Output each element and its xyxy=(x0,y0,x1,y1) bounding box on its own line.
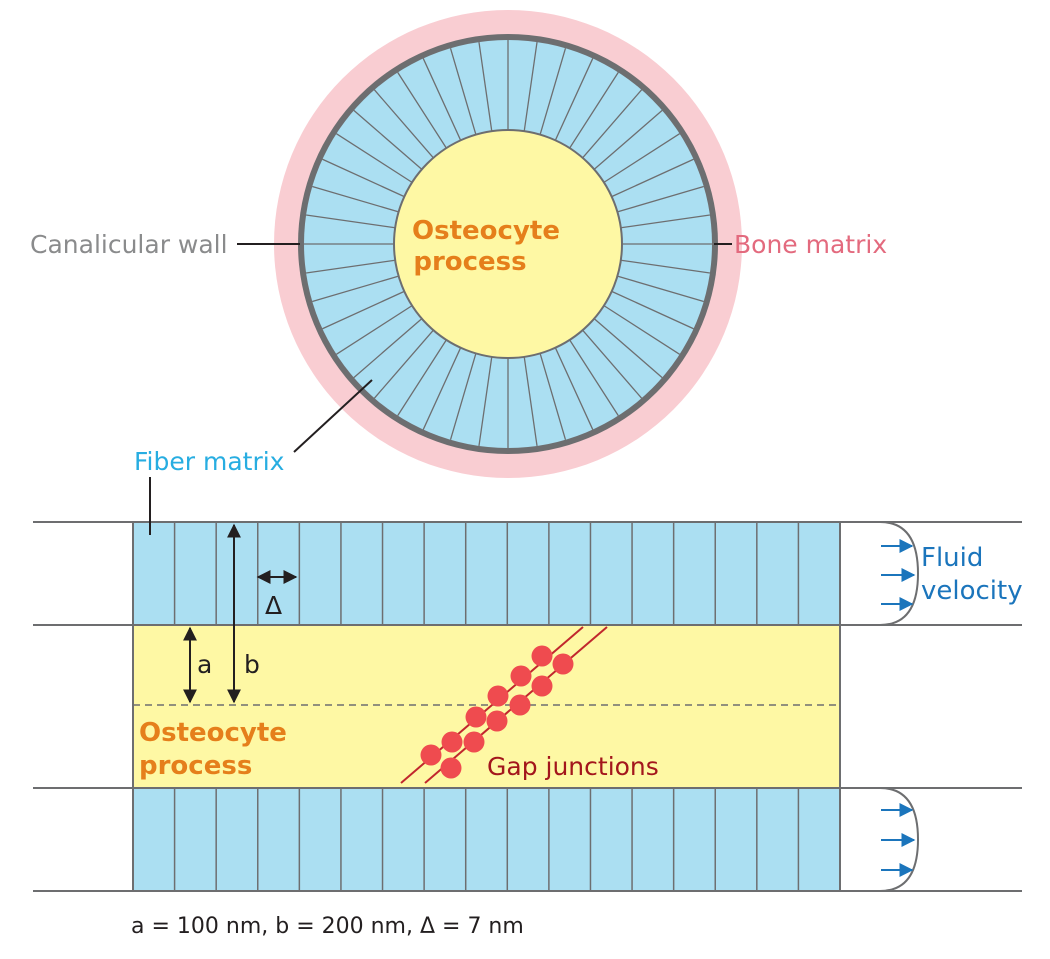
fiber-dividers-bottom xyxy=(173,788,800,891)
gap-junction-particle xyxy=(463,731,485,753)
cross-section: Osteocyte process Canalicular wall Bone … xyxy=(30,10,887,478)
gap-junction-particle xyxy=(486,710,508,732)
radial-fiber xyxy=(305,259,396,274)
radial-fiber xyxy=(620,259,711,274)
radial-fiber xyxy=(554,347,594,430)
radial-fiber xyxy=(582,329,643,399)
radial-fiber xyxy=(620,214,711,229)
radial-fiber xyxy=(617,185,704,213)
fiber-matrix-band-top xyxy=(133,522,840,625)
radial-fiber xyxy=(539,48,567,135)
dimension-caption: a = 100 nm, b = 200 nm, Δ = 7 nm xyxy=(131,914,524,939)
osteocyte-process-label-bottom: Osteocyte xyxy=(139,718,287,748)
radial-fiber xyxy=(569,339,619,416)
radial-fiber xyxy=(312,185,399,213)
canalicular-wall-label: Canalicular wall xyxy=(30,230,228,259)
radial-fiber xyxy=(397,339,447,416)
radial-fiber xyxy=(373,329,434,399)
radial-fiber xyxy=(539,353,567,440)
radial-fiber xyxy=(593,109,663,170)
radial-fiber xyxy=(611,290,694,330)
radial-fiber xyxy=(611,158,694,198)
radial-fiber xyxy=(336,305,413,355)
fluid-velocity-label: Fluid xyxy=(921,543,983,573)
radial-fiber xyxy=(449,353,477,440)
gap-junction-particle xyxy=(531,645,553,667)
fiber-matrix-band-bottom xyxy=(133,788,840,891)
gap-junction-dots xyxy=(420,645,574,779)
radial-fiber xyxy=(603,133,680,183)
velocity-profile-curve-bottom xyxy=(879,787,920,892)
dimension-b-label: b xyxy=(244,650,260,679)
longitudinal-section: b a Δ Gap junctions Osteocyte process Fl… xyxy=(33,477,1023,892)
radial-fiber xyxy=(478,41,493,132)
fluid-velocity-label-2: velocity xyxy=(921,576,1023,606)
radial-fiber xyxy=(397,72,447,149)
radial-fiber xyxy=(322,290,405,330)
radial-fiber xyxy=(353,318,423,379)
radial-fiber xyxy=(373,89,434,159)
radial-fiber xyxy=(322,158,405,198)
dimension-delta-label: Δ xyxy=(265,591,282,620)
radial-fiber xyxy=(312,275,399,303)
osteocyte-process-circle xyxy=(393,129,623,359)
radial-fiber xyxy=(422,347,462,430)
radial-fiber xyxy=(523,41,538,132)
osteocyte-process-label-top-2: process xyxy=(413,247,526,277)
osteocyte-process-label-top: Osteocyte xyxy=(412,216,560,246)
gap-junction-particle xyxy=(465,706,487,728)
radial-fiber xyxy=(478,356,493,447)
gap-junction-particle xyxy=(487,685,509,707)
radial-fiber xyxy=(617,275,704,303)
radial-fibers xyxy=(304,40,712,448)
radial-fiber xyxy=(305,214,396,229)
gap-junction-particle xyxy=(552,653,574,675)
osteocyte-process-label-bottom-2: process xyxy=(139,751,252,781)
radial-fiber xyxy=(593,318,663,379)
fiber-matrix-leader xyxy=(293,379,373,453)
radial-fiber xyxy=(569,72,619,149)
dimension-a-label: a xyxy=(197,650,212,679)
gap-junctions xyxy=(400,626,608,784)
gap-junctions-label: Gap junctions xyxy=(487,752,659,781)
radial-fiber xyxy=(582,89,643,159)
radial-fiber xyxy=(554,58,594,141)
radial-fiber xyxy=(353,109,423,170)
bone-matrix-label: Bone matrix xyxy=(734,230,887,259)
radial-fiber xyxy=(603,305,680,355)
gap-junction-particle xyxy=(509,694,531,716)
gap-junction-particle xyxy=(420,744,442,766)
velocity-profile-bottom xyxy=(879,787,920,892)
velocity-profile-curve-top xyxy=(879,521,920,626)
radial-fiber xyxy=(523,356,538,447)
gap-junction-particle xyxy=(531,675,553,697)
osteocyte-process-band xyxy=(133,625,840,788)
radial-fiber xyxy=(422,58,462,141)
velocity-profile-top xyxy=(879,521,920,626)
gap-junction-particle xyxy=(510,665,532,687)
gap-junction-particle xyxy=(440,757,462,779)
fiber-matrix-label: Fiber matrix xyxy=(134,447,284,476)
radial-fiber xyxy=(449,48,477,135)
gap-junction-particle xyxy=(441,731,463,753)
radial-fiber xyxy=(336,133,413,183)
